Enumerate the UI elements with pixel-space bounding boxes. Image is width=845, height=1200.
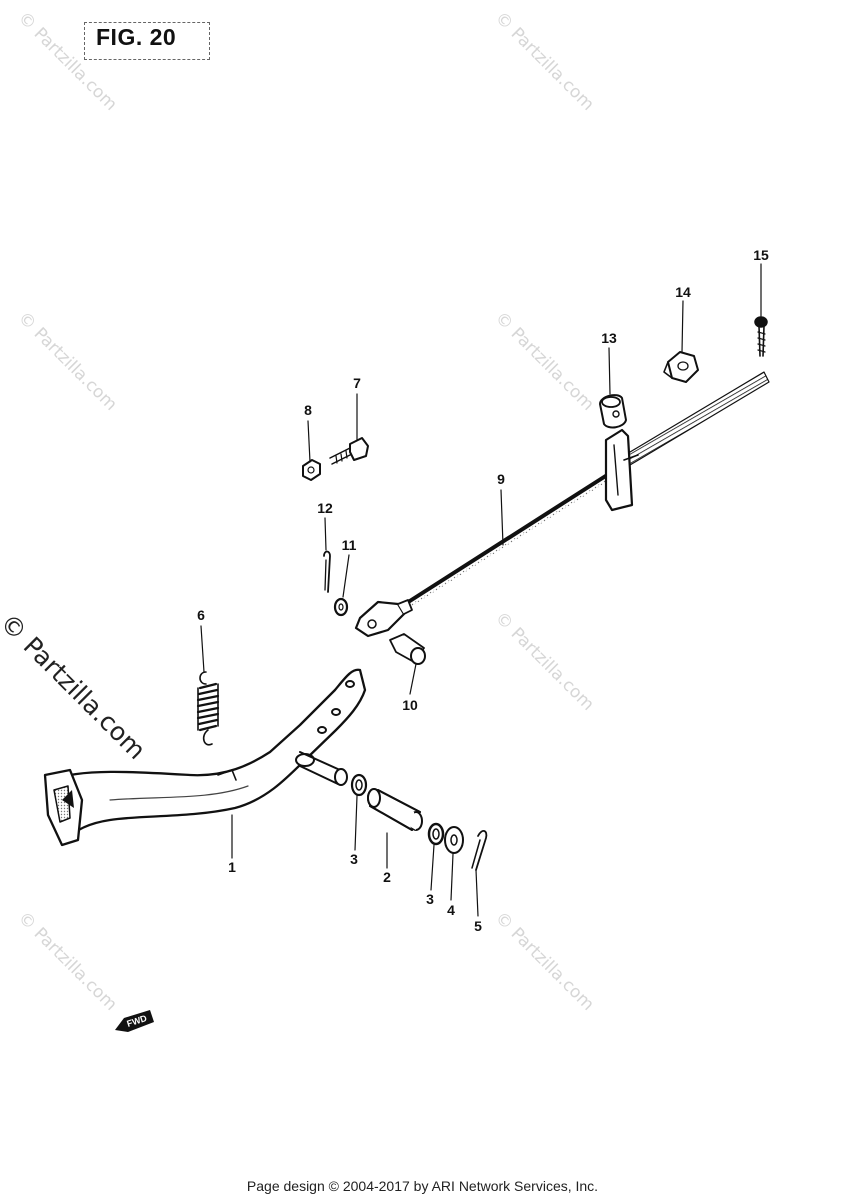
callout-label: 13: [601, 330, 617, 346]
bolt: [329, 437, 369, 465]
pivot-bushing: [367, 788, 423, 831]
callout-label: 9: [497, 471, 505, 487]
callout-label: 11: [342, 537, 357, 553]
clevis-pin: [389, 633, 426, 665]
washer: [427, 822, 445, 846]
figure-title: FIG. 20: [96, 24, 177, 50]
callout-label: 3: [350, 851, 358, 867]
screw: [754, 316, 768, 357]
cotter-pin: [471, 830, 488, 871]
callout-label: 10: [402, 697, 418, 713]
callout-label: 5: [474, 918, 482, 934]
callout-label: 4: [447, 902, 455, 918]
callout-label: 15: [753, 247, 769, 263]
leader-lines: [200, 263, 762, 917]
return-spring: [196, 671, 220, 746]
brake-pedal: [43, 668, 367, 847]
figure-title-box: [84, 22, 210, 60]
rod-bracket: [604, 428, 639, 512]
callout-label: 6: [197, 607, 205, 623]
washer: [350, 773, 368, 797]
callout-label: 12: [317, 500, 333, 516]
nut: [302, 459, 321, 481]
callout-label: 8: [304, 402, 312, 418]
joint-block: [599, 394, 627, 429]
forward-arrow-icon: FWD: [115, 1010, 154, 1032]
callout-label: 14: [675, 284, 691, 300]
brake-rod: [354, 371, 770, 638]
callout-label: 1: [228, 859, 236, 875]
callout-label: 7: [353, 375, 361, 391]
washer-small: [333, 597, 349, 617]
callout-label: 3: [426, 891, 434, 907]
callout-label: 2: [383, 869, 391, 885]
page-footer: Page design © 2004-2017 by ARI Network S…: [246, 1178, 599, 1194]
adjusting-nut: [663, 351, 699, 383]
cotter-pin-small: [323, 550, 331, 593]
flat-washer: [444, 826, 464, 854]
callout-labels: 1 2 3 3 4 5 6 7 8 9 10 11 12 13 14 15: [197, 247, 769, 934]
